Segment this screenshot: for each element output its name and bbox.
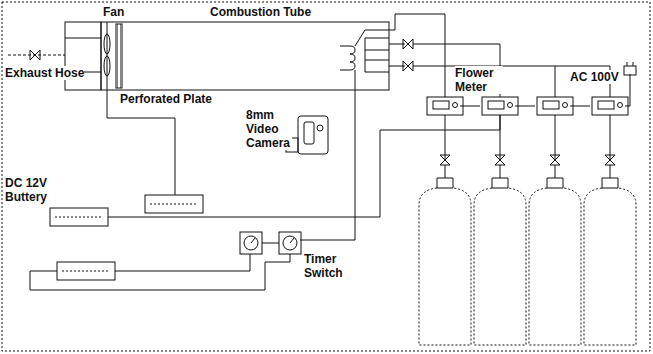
timer-label: Timer Switch [304,252,354,280]
plate-label: Perforated Plate [120,92,212,106]
power-label: AC 100V [570,70,619,84]
tube-label: Combustion Tube [210,5,311,19]
camera-label: 8mm Video Camera [246,108,292,150]
meter-label: Flower Meter [455,66,503,94]
battery-label: DC 12V Buttery [5,176,65,204]
hose-label: Exhaust Hose [5,66,84,80]
fan-label: Fan [103,5,124,19]
